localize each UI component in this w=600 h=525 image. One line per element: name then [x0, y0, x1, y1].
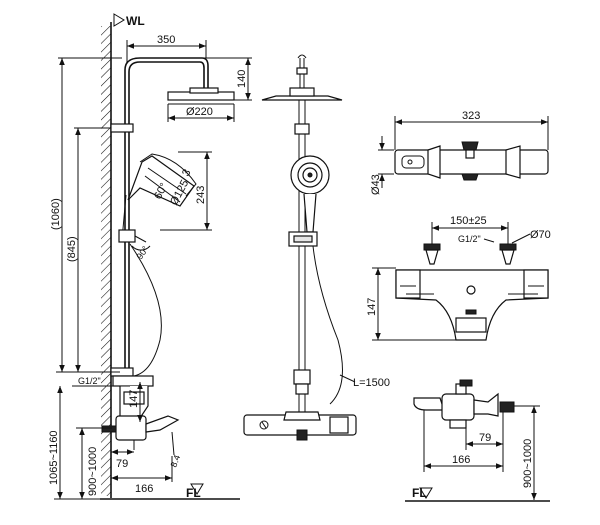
floor-level-marker: FL	[186, 483, 204, 500]
dim-spout-79-label: 79	[116, 458, 128, 470]
hose-length-label: L=1500	[353, 377, 390, 389]
upper-bracket	[110, 123, 134, 133]
mixer-side-body	[441, 393, 475, 421]
mixer-front-view: 150±25 G1/2" Ø70 147	[366, 215, 551, 341]
mixer-side-floor-marker: FL	[412, 486, 433, 500]
dim-spout-166-label: 166	[135, 483, 153, 495]
dim-mixer-width-label: 323	[462, 110, 480, 122]
side-view: WL	[48, 13, 252, 500]
hand-shower-3-label: 3	[180, 167, 193, 178]
mixer-front-body	[395, 269, 549, 341]
front-head-shower	[261, 95, 343, 101]
dim-head-drop-label: 140	[236, 70, 248, 88]
dim-total-height-label: (1060)	[50, 198, 62, 230]
wall-hatching	[101, 26, 111, 496]
dim-mixer-diameter-label: Ø43	[370, 174, 382, 195]
inlet-thread-label: G1/2"	[78, 376, 101, 386]
hand-shower	[127, 153, 197, 207]
dim-bar-height-label: (845)	[66, 236, 78, 262]
mixer-side-fl-label: FL	[412, 486, 427, 500]
dim-mixer-side-79-label: 79	[479, 432, 491, 444]
dim-mixer-front-diameter-label: Ø70	[530, 229, 551, 241]
dim-mixer-range-label: 900~1000	[87, 447, 99, 496]
holder-angle-label: 90°	[134, 244, 150, 261]
wl-label: WL	[126, 14, 145, 28]
dim-mixer-side-range-label: 900~1000	[522, 439, 534, 488]
dim-mixer-front-height-label: 147	[366, 298, 378, 316]
front-view: L=1500	[243, 54, 390, 441]
dim-head-diameter-label: Ø220	[186, 106, 213, 118]
dim-spout-8-label: 8.4	[168, 454, 182, 469]
wall-level-marker: WL	[113, 13, 145, 28]
dim-arm-length-label: 350	[157, 34, 175, 46]
dim-centers-label: 150±25	[450, 215, 487, 227]
dim-hand-shower-height-label: 243	[195, 186, 207, 204]
front-mixer	[243, 411, 357, 441]
shower-arm	[124, 57, 209, 92]
mixer-thread-label: G1/2"	[458, 234, 481, 244]
mixer-top-view: 323 Ø43	[370, 110, 549, 195]
mixer-side-view: 79 166 900~1000 FL	[405, 379, 550, 502]
hose	[129, 243, 162, 377]
mixer-side-spout	[413, 397, 445, 411]
front-hand-shower	[290, 155, 330, 233]
fl-label: FL	[186, 486, 201, 500]
front-hose	[312, 245, 343, 405]
dim-mixer-height-label: 147	[128, 390, 140, 408]
dim-mixer-side-166-label: 166	[452, 454, 470, 466]
dim-install-range-label: 1065~1160	[48, 430, 60, 485]
slide-holder	[118, 229, 136, 243]
